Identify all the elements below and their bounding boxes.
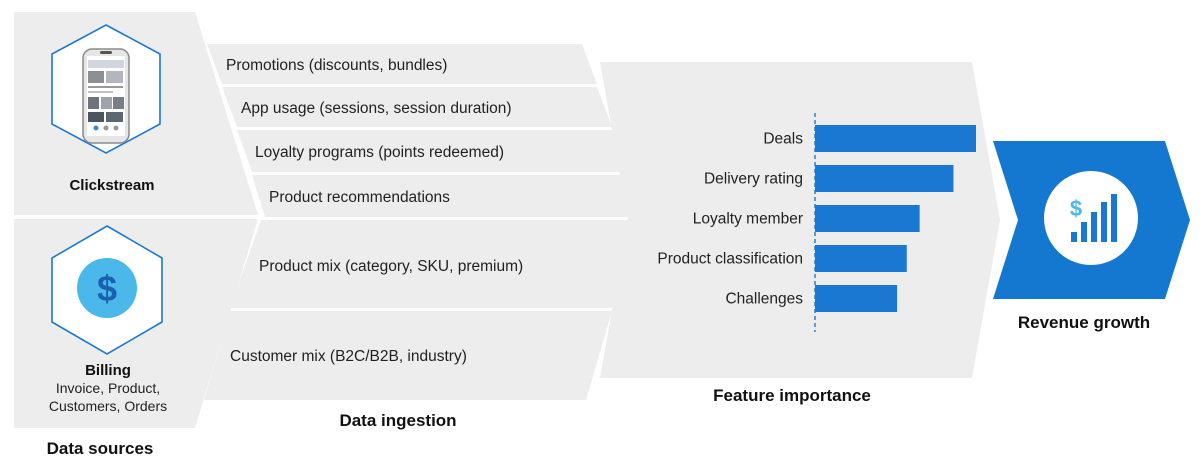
billing-detail-line1: Invoice, Product, (56, 380, 160, 396)
ingestion-item-3: Loyalty programs (points redeemed) (255, 144, 504, 161)
bar-product-classification (815, 245, 907, 272)
bar-label-product-classification: Product classification (657, 251, 803, 268)
dollar-glyph: $ (97, 268, 117, 309)
phone-icon (51, 24, 161, 154)
data-sources-title: Data sources (47, 439, 154, 458)
bar-label-loyalty-member: Loyalty member (693, 211, 803, 228)
bar-label-deals: Deals (763, 131, 803, 148)
bar-delivery-rating (815, 165, 954, 192)
bar-label-delivery-rating: Delivery rating (704, 171, 803, 188)
ingestion-item-4: Product recommendations (269, 189, 450, 206)
ingestion-chevron-2 (222, 87, 612, 127)
bar-label-challenges: Challenges (725, 291, 803, 308)
billing-detail-line2: Customers, Orders (49, 398, 167, 414)
dollar-icon: $ (51, 225, 163, 355)
bar-deals (815, 125, 976, 152)
ingestion-chevron-3 (237, 130, 628, 172)
ingestion-chevron-4 (252, 175, 645, 217)
revenue-dollar-glyph: $ (1070, 196, 1082, 221)
ingestion-item-1: Promotions (discounts, bundles) (226, 57, 447, 74)
ingestion-chevrons (204, 44, 645, 400)
feature-importance-title: Feature importance (713, 386, 871, 405)
billing-label: Billing (85, 362, 131, 379)
ingestion-chevron-1 (207, 44, 597, 84)
ingestion-chevron-6 (204, 311, 612, 400)
bar-challenges (815, 285, 898, 312)
ingestion-item-5: Product mix (category, SKU, premium) (259, 258, 523, 275)
ingestion-item-2: App usage (sessions, session duration) (241, 100, 512, 117)
revenue-growth-icon: $ (1044, 171, 1138, 265)
ingestion-chevron-5 (230, 220, 645, 308)
ingestion-item-6: Customer mix (B2C/B2B, industry) (230, 348, 467, 365)
revenue-growth-label: Revenue growth (1018, 313, 1150, 332)
data-ingestion-title: Data ingestion (339, 411, 456, 430)
bar-loyalty-member (815, 205, 920, 232)
clickstream-label: Clickstream (69, 177, 154, 194)
